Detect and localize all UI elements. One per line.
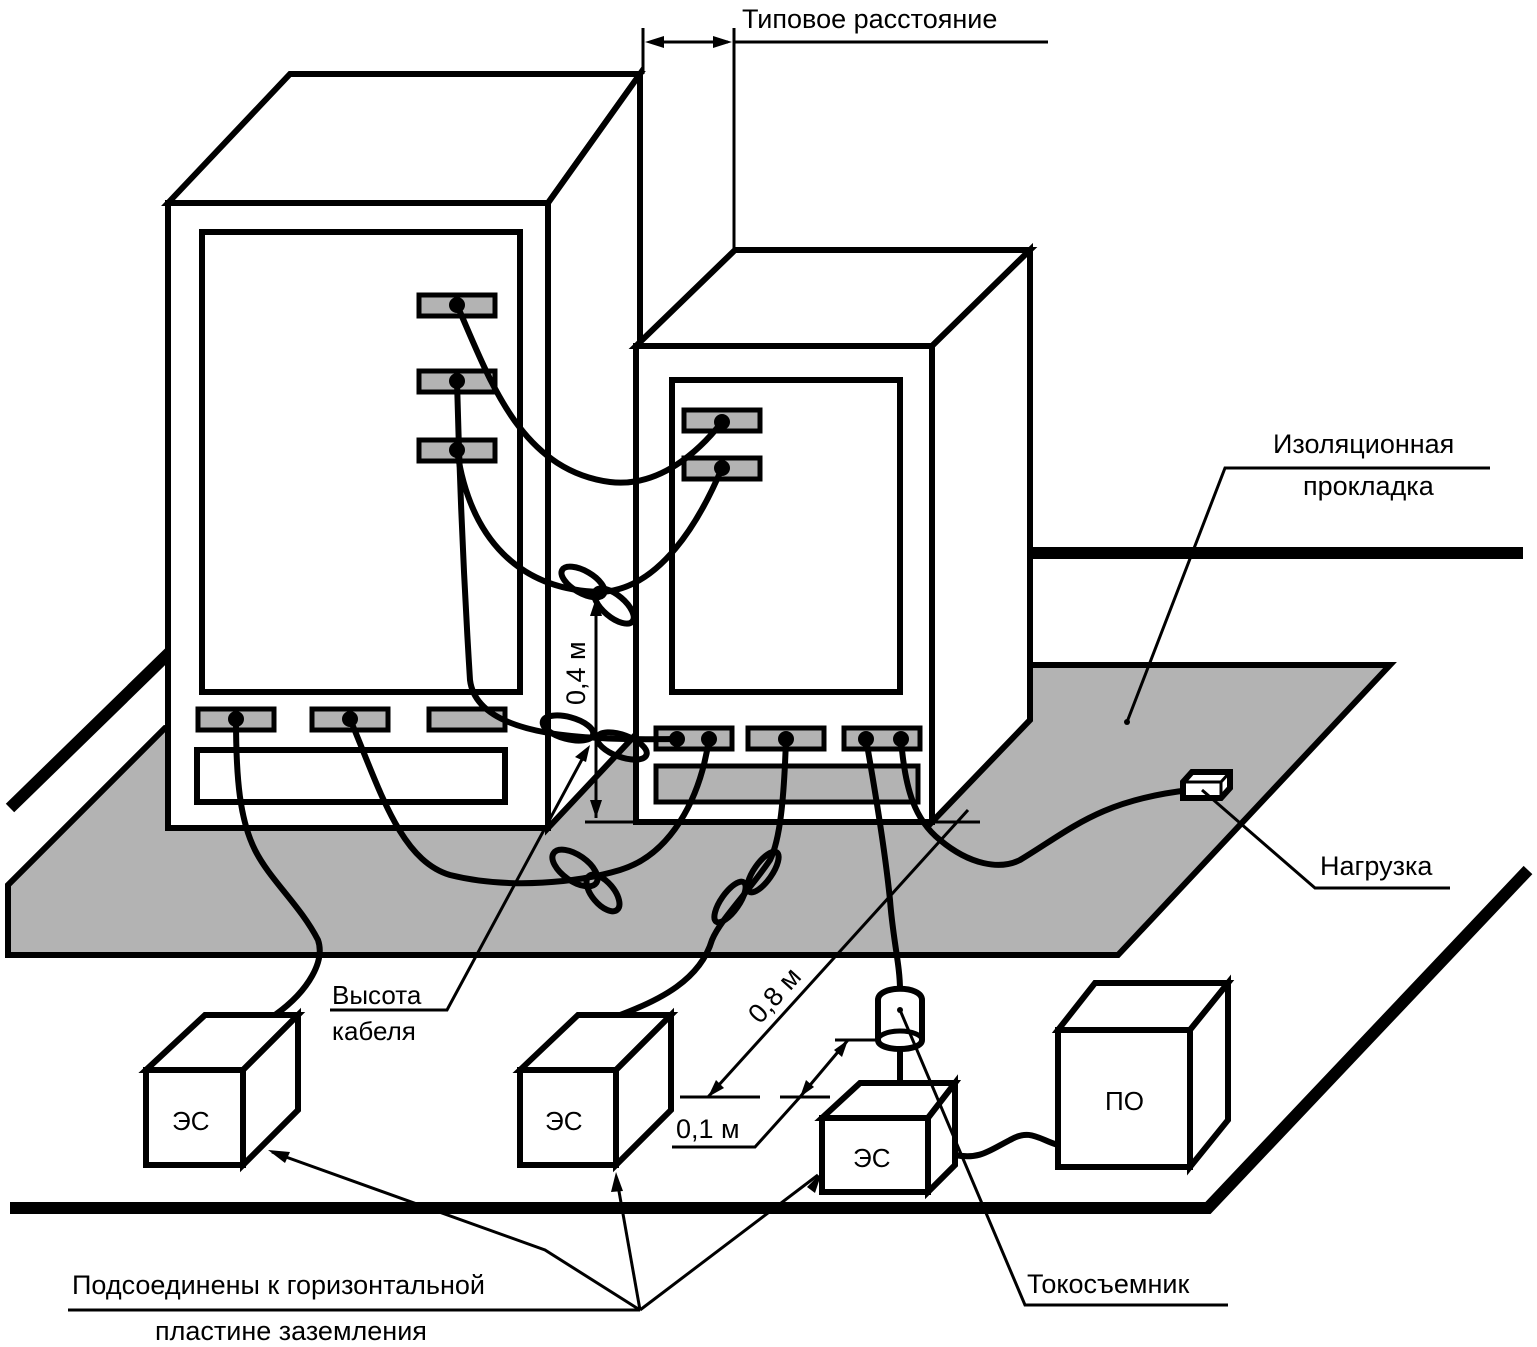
cable xyxy=(952,1131,1061,1160)
right-rack xyxy=(628,242,1038,830)
es-box-3-label: ЭС xyxy=(853,1143,890,1173)
po-box-label: ПО xyxy=(1105,1086,1144,1116)
es-box-3: ЭС xyxy=(814,1074,962,1200)
cable-loop xyxy=(558,563,608,601)
typical-distance-dimension: Типовое расстояние xyxy=(641,4,1048,250)
typical-distance-label: Типовое расстояние xyxy=(742,4,997,34)
current-probe: Токосъемник xyxy=(875,985,1228,1307)
ground-plane-left-edge xyxy=(5,647,175,813)
cable-loop xyxy=(583,871,623,915)
cable xyxy=(233,716,323,1018)
cable-loop xyxy=(539,712,597,744)
cable xyxy=(898,736,1193,868)
load-box xyxy=(1180,769,1233,801)
cable xyxy=(454,378,680,743)
cable-loop xyxy=(549,846,601,890)
insulating-pad-label-2: прокладка xyxy=(1303,471,1435,501)
ground-plane-edges xyxy=(5,547,1533,1214)
po-box: ПО xyxy=(952,974,1235,1176)
cables xyxy=(233,302,1193,1018)
cable xyxy=(454,302,725,486)
current-probe-body xyxy=(875,985,925,1052)
cable-height-label-1: Высота xyxy=(332,980,422,1010)
height-04-label: 0,4 м xyxy=(561,641,591,705)
cable xyxy=(454,447,725,596)
cable-loop xyxy=(594,729,650,763)
cable-height-callout: Высота кабеля xyxy=(330,745,590,1046)
insulating-pad-callout: Изоляционная прокладка xyxy=(1124,429,1490,725)
cable-loop xyxy=(744,848,782,896)
grounding-callout: Подсоединены к горизонтальной пластине з… xyxy=(68,1150,822,1346)
es-box-1-label: ЭС xyxy=(172,1106,209,1136)
es-box-2-label: ЭС xyxy=(545,1106,582,1136)
distance-08-label: 0,8 м xyxy=(742,962,807,1029)
grounding-label-1: Подсоединены к горизонтальной xyxy=(72,1270,485,1300)
load: Нагрузка xyxy=(1180,769,1450,890)
load-label: Нагрузка xyxy=(1320,851,1433,881)
es-box-2: ЭС xyxy=(512,1007,679,1173)
insulating-pad-label-1: Изоляционная xyxy=(1273,429,1454,459)
grounding-label-2: пластине заземления xyxy=(155,1316,427,1346)
cable-loop xyxy=(591,585,637,627)
cable-loop xyxy=(711,878,749,926)
cable-height-label-2: кабеля xyxy=(332,1016,416,1046)
current-probe-label: Токосъемник xyxy=(1027,1269,1189,1299)
ground-plane-front-edge xyxy=(10,865,1533,1214)
left-rack-bottom-panel xyxy=(194,747,508,805)
height-dimension: 0,4 м xyxy=(561,598,980,824)
cable xyxy=(863,736,903,993)
distance-01-label: 0,1 м xyxy=(676,1114,740,1144)
right-rack-side xyxy=(929,242,1033,830)
es-box-1: ЭС xyxy=(138,1007,306,1173)
